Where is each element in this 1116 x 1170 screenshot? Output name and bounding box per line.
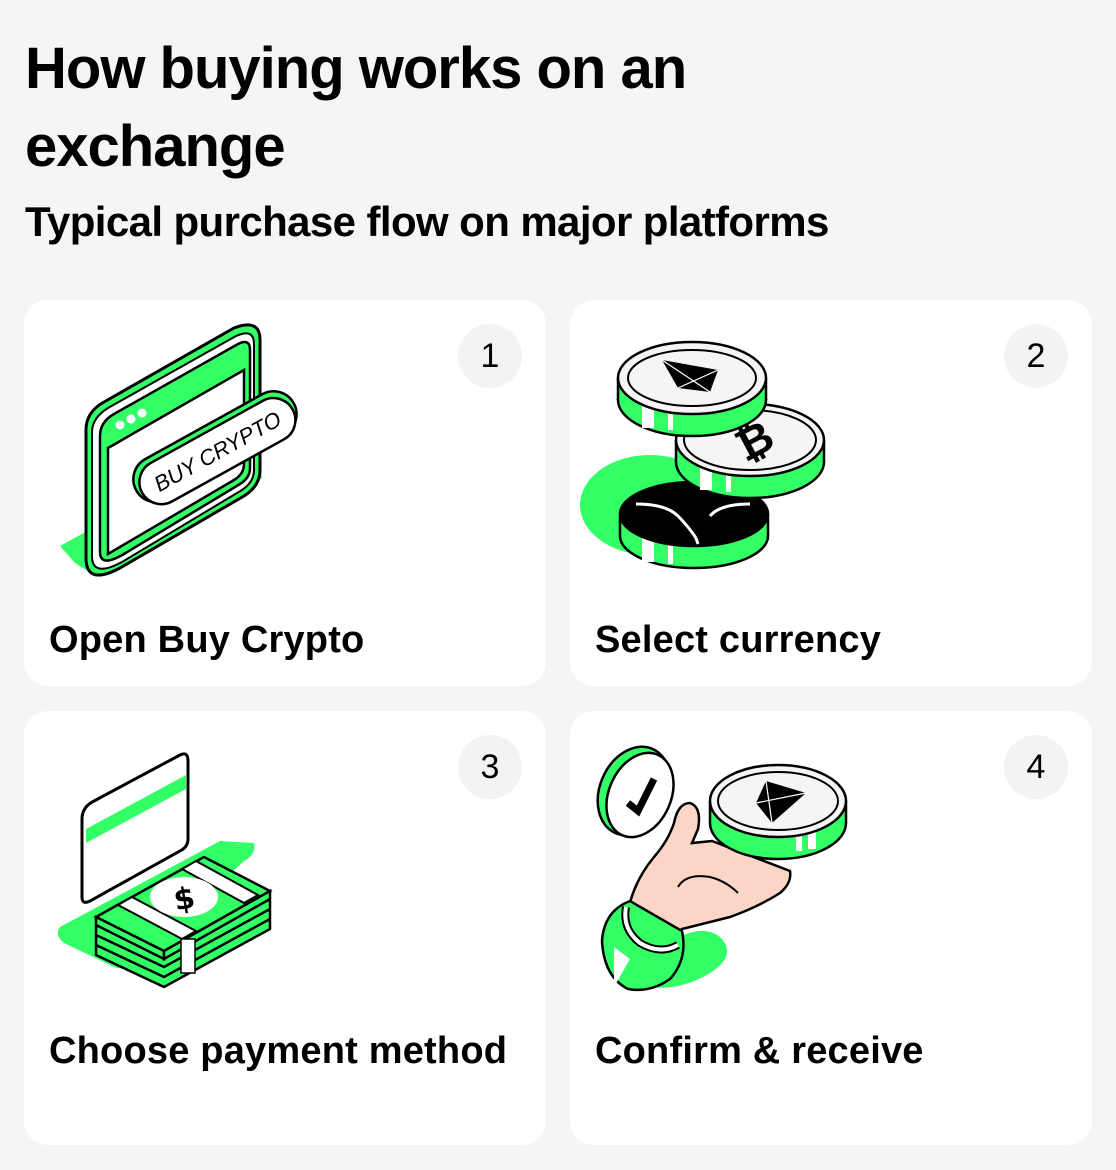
stacked-coins-eth-btc-xrp-icon: ₿ xyxy=(580,340,826,570)
step-number-badge: 4 xyxy=(1004,735,1068,799)
card-and-cash-stack-icon: $ xyxy=(57,752,273,989)
step-number-badge: 3 xyxy=(458,735,522,799)
step-label: Choose payment method xyxy=(49,1030,508,1072)
step-number-badge: 2 xyxy=(1004,324,1068,388)
step-card-1: 1 BUY CRYPTO Open Buy Crypto xyxy=(24,300,546,686)
step-label: Open Buy Crypto xyxy=(49,619,365,661)
step-label: Confirm & receive xyxy=(595,1030,924,1072)
hand-receiving-coin-checkmark-icon xyxy=(596,745,848,992)
step-card-3: 3 $ Choose payment method xyxy=(24,711,546,1145)
page-title: How buying works on an exchange xyxy=(25,36,687,179)
step-card-2: 2 ₿ Select currency xyxy=(570,300,1092,686)
step-label: Select currency xyxy=(595,619,882,661)
step-number-badge: 1 xyxy=(458,324,522,388)
page-subtitle: Typical purchase flow on major platforms xyxy=(25,198,829,245)
step-card-4: 4 Confirm & receive xyxy=(570,711,1092,1145)
browser-window-buy-crypto-button-icon: BUY CRYPTO xyxy=(60,323,298,577)
